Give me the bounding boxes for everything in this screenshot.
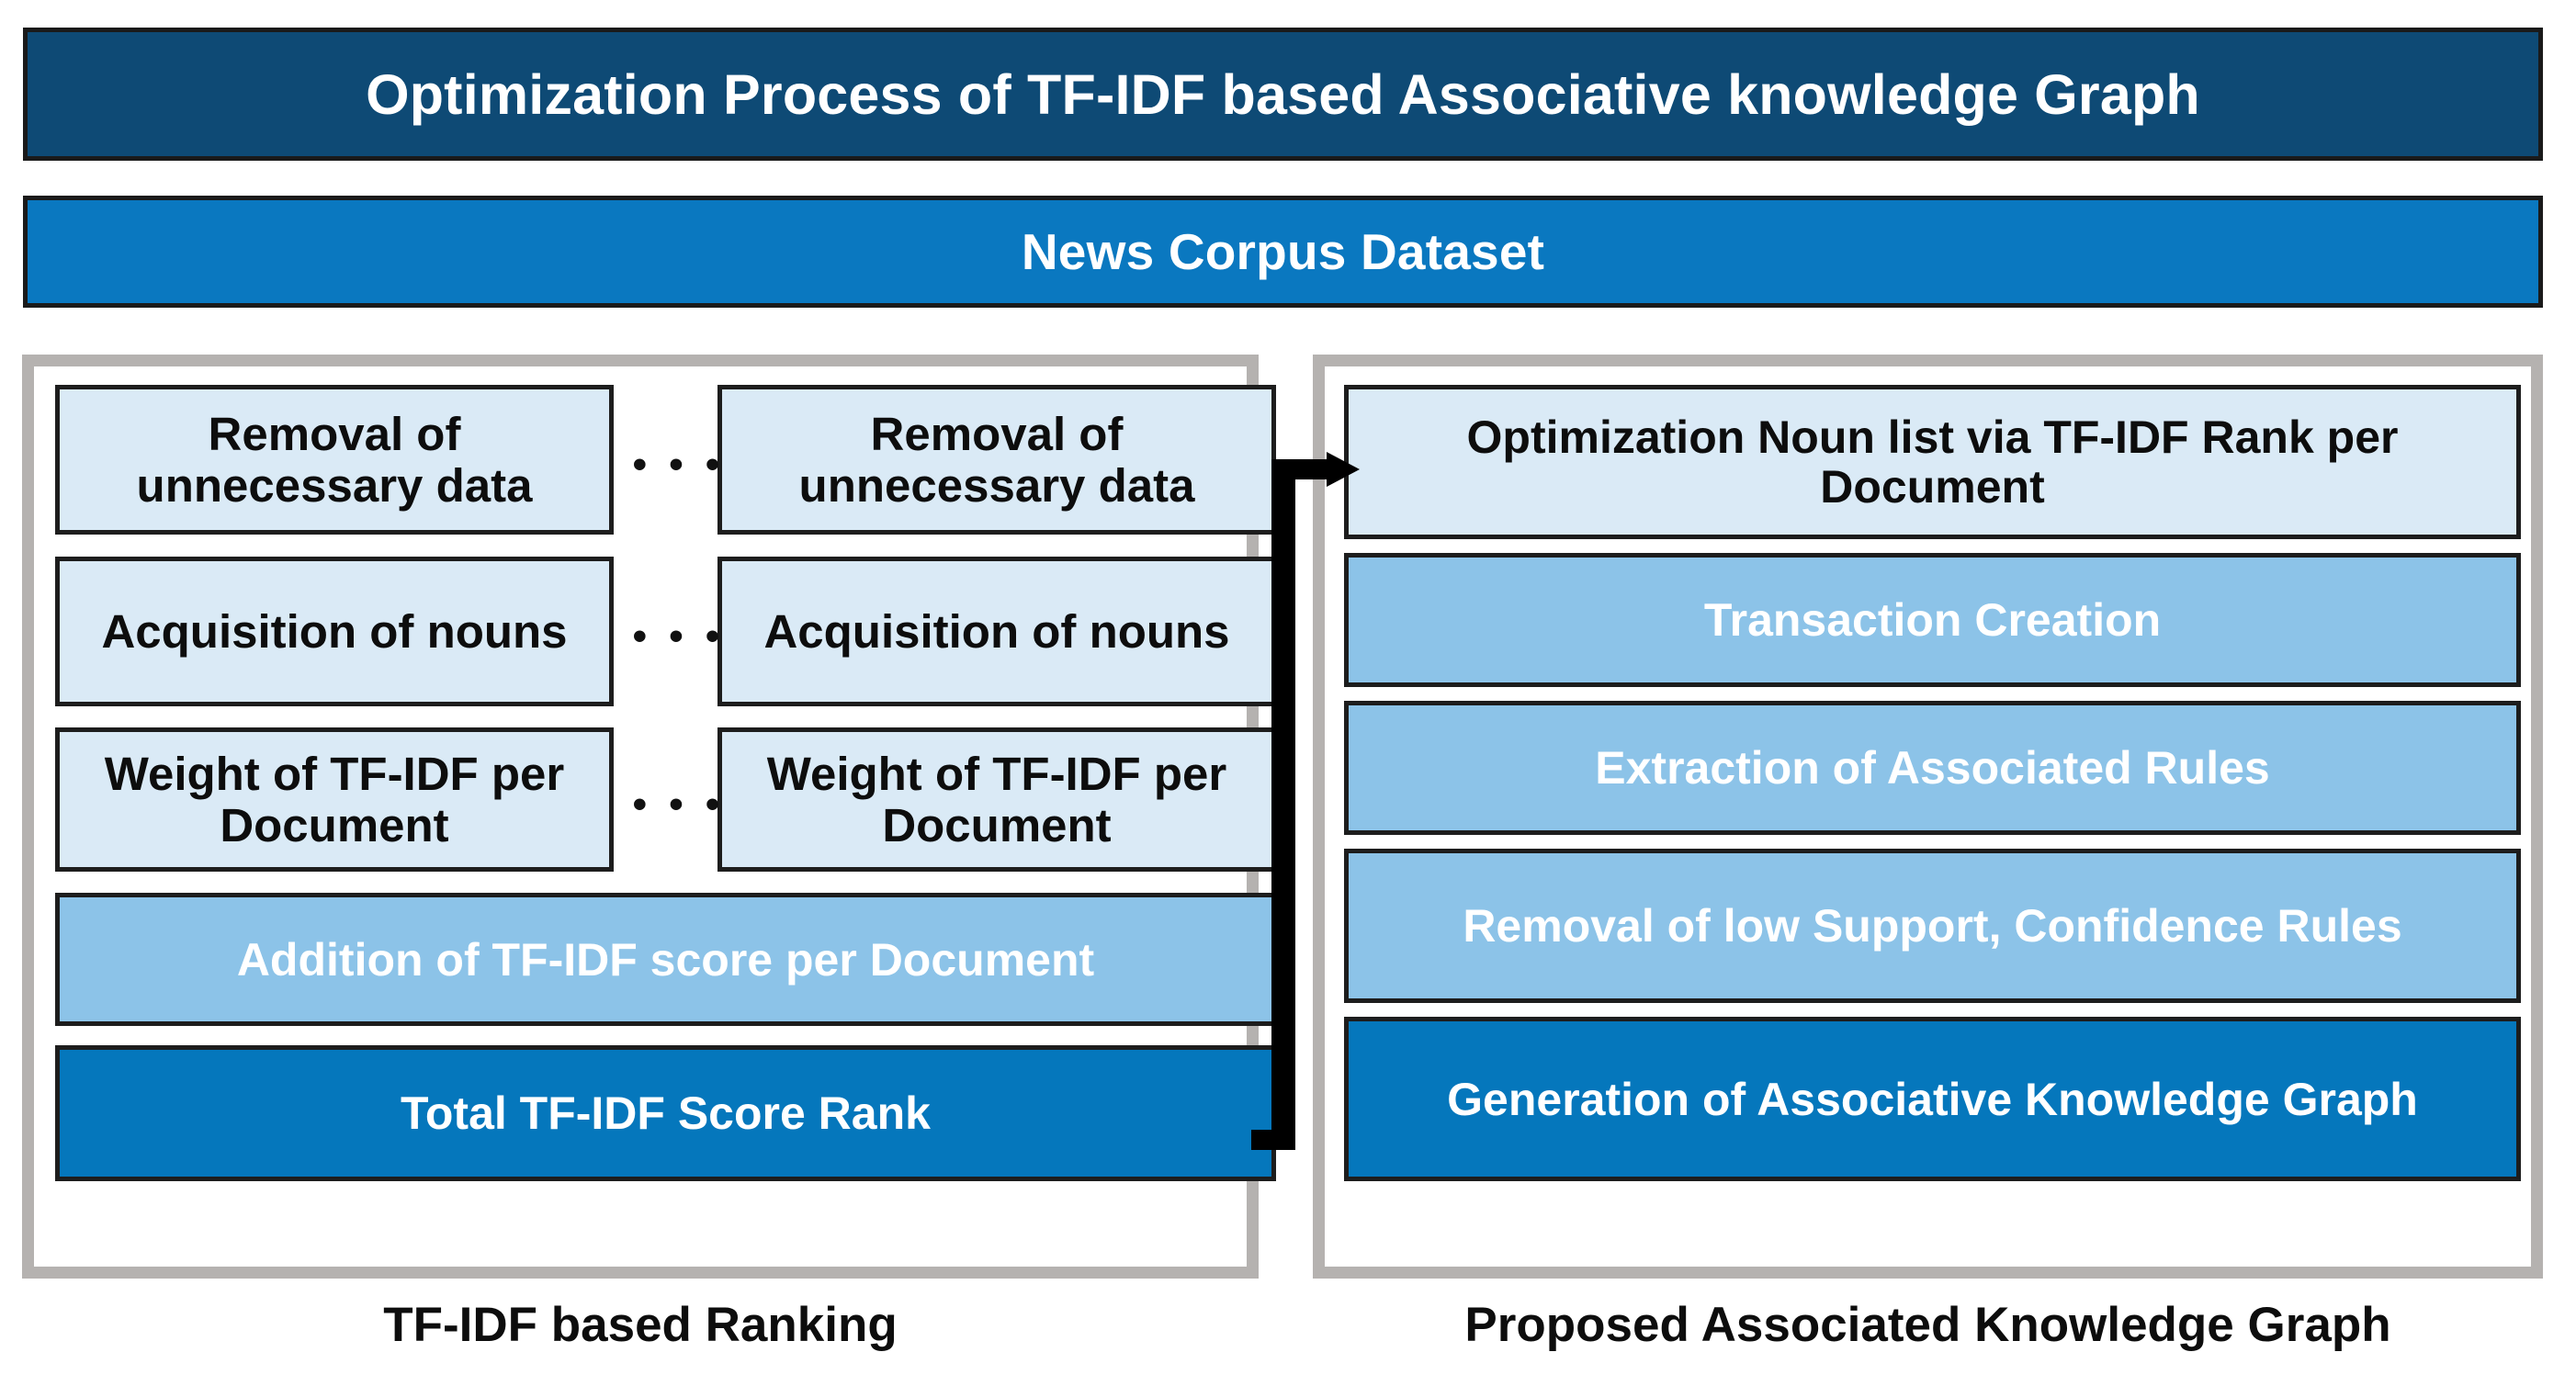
process-box-acquisition-of-nouns-doc1: Acquisition of nouns xyxy=(55,557,614,706)
diagram-title-banner: Optimization Process of TF-IDF based Ass… xyxy=(23,28,2543,161)
process-box-generation-associative-knowledge-graph: Generation of Associative Knowledge Grap… xyxy=(1344,1017,2521,1181)
flow-arrow-icon xyxy=(1251,452,1360,1150)
process-box-label: Optimization Noun list via TF-IDF Rank p… xyxy=(1466,411,2399,513)
process-box-label: Extraction of Associated Rules xyxy=(1595,742,2270,794)
process-box-label: Removal of unnecessary data xyxy=(798,408,1195,512)
tfidf-ranking-panel: Removal of unnecessary data Removal of u… xyxy=(22,355,1276,1279)
process-box-label: Generation of Associative Knowledge Grap… xyxy=(1447,1073,2418,1125)
process-box-acquisition-of-nouns-docn: Acquisition of nouns xyxy=(717,557,1276,706)
process-box-weight-tfidf-doc1: Weight of TF-IDF per Document xyxy=(55,727,614,872)
process-box-addition-of-tfidf-score: Addition of TF-IDF score per Document xyxy=(55,893,1276,1026)
ellipsis-row-2: • • • xyxy=(632,614,726,659)
diagram-title-text: Optimization Process of TF-IDF based Ass… xyxy=(366,62,2200,126)
process-box-label: Acquisition of nouns xyxy=(101,604,568,658)
associated-knowledge-graph-panel: Optimization Noun list via TF-IDF Rank p… xyxy=(1313,355,2543,1279)
process-box-removal-unnecessary-data-docn: Removal of unnecessary data xyxy=(717,385,1276,535)
ellipsis-row-1: • • • xyxy=(632,442,726,487)
dataset-banner: News Corpus Dataset xyxy=(23,196,2543,308)
right-panel-caption: Proposed Associated Knowledge Graph xyxy=(1464,1298,2391,1352)
process-box-total-tfidf-score-rank: Total TF-IDF Score Rank xyxy=(55,1045,1276,1181)
left-panel-caption: TF-IDF based Ranking xyxy=(383,1298,898,1352)
process-box-label: Acquisition of nouns xyxy=(763,604,1230,658)
process-box-label: Total TF-IDF Score Rank xyxy=(401,1087,931,1139)
process-box-label: Addition of TF-IDF score per Document xyxy=(236,933,1095,986)
dataset-banner-text: News Corpus Dataset xyxy=(1021,223,1545,280)
process-box-extraction-of-associated-rules: Extraction of Associated Rules xyxy=(1344,701,2521,835)
process-box-label: Removal of unnecessary data xyxy=(136,408,533,512)
process-box-removal-low-support-confidence-rules: Removal of low Support, Confidence Rules xyxy=(1344,849,2521,1003)
process-box-optimization-noun-list: Optimization Noun list via TF-IDF Rank p… xyxy=(1344,385,2521,539)
process-box-label: Removal of low Support, Confidence Rules xyxy=(1463,900,2402,952)
process-box-label: Weight of TF-IDF per Document xyxy=(104,748,565,851)
process-box-label: Transaction Creation xyxy=(1703,594,2162,646)
process-box-removal-unnecessary-data-doc1: Removal of unnecessary data xyxy=(55,385,614,535)
process-box-weight-tfidf-docn: Weight of TF-IDF per Document xyxy=(717,727,1276,872)
ellipsis-row-3: • • • xyxy=(632,782,726,827)
process-box-label: Weight of TF-IDF per Document xyxy=(766,748,1227,851)
process-box-transaction-creation: Transaction Creation xyxy=(1344,553,2521,687)
